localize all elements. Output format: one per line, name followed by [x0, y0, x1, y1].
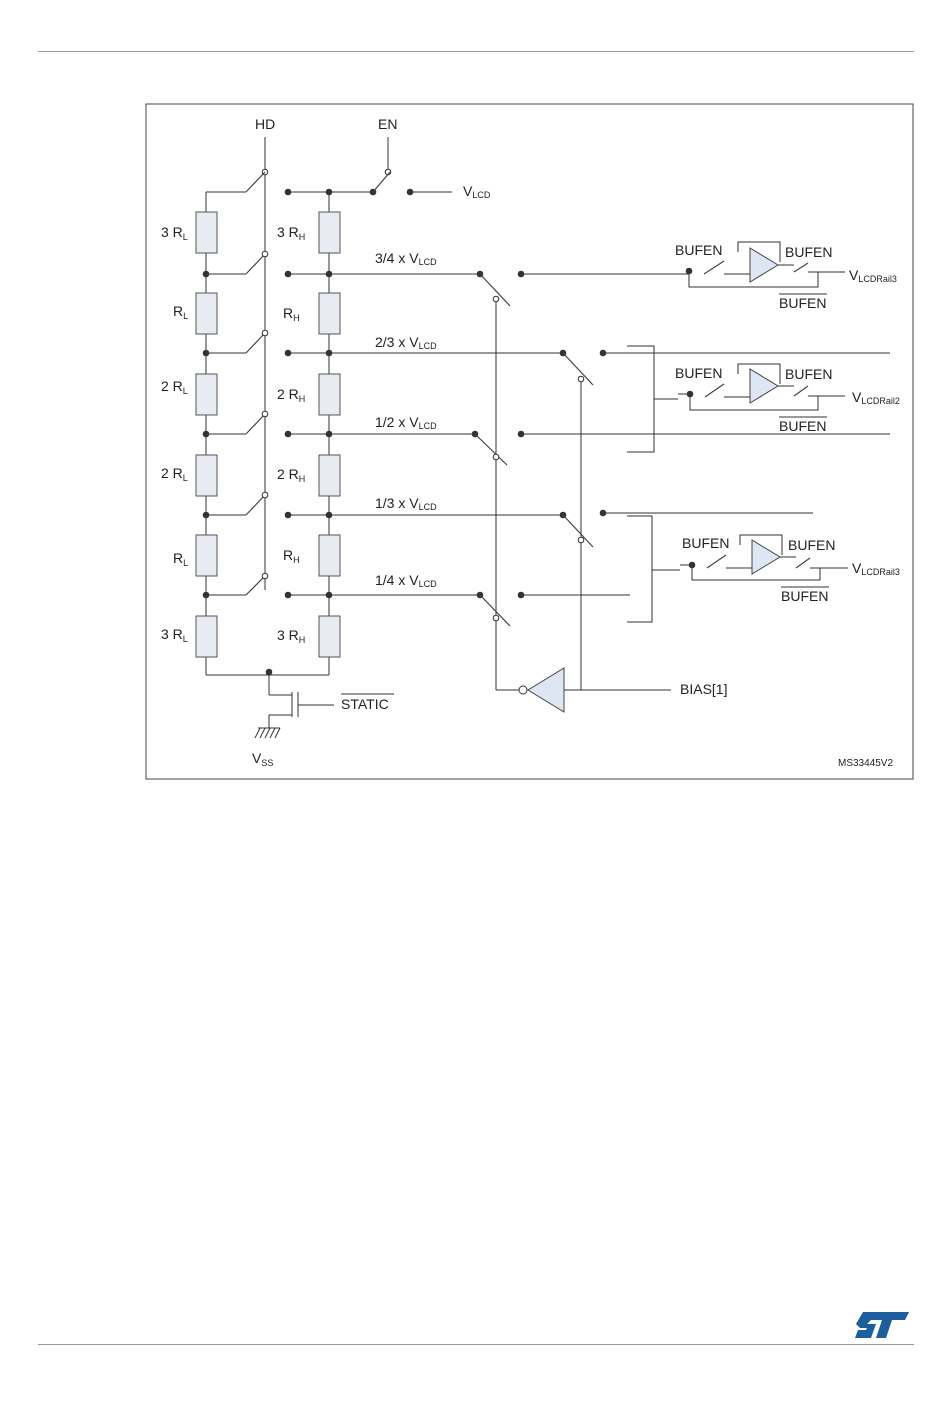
vlcd-label: VLCD: [463, 183, 491, 200]
right-res-label-1: 3 RH: [277, 224, 305, 242]
left-res-label-4: 2 RL: [161, 465, 188, 483]
footer-rule: [38, 1344, 914, 1345]
right-res-label-2: RH: [283, 305, 300, 323]
vss-label: VSS: [252, 750, 273, 768]
bufen-bar-label-1: BUFEN: [779, 295, 826, 311]
bufen-label-2b: BUFEN: [785, 366, 832, 382]
bufen-label-1b: BUFEN: [785, 244, 832, 260]
resistor-left-1: [196, 212, 217, 253]
bufen-label-1a: BUFEN: [675, 242, 722, 258]
resistor-right-5: [319, 535, 340, 576]
static-transistor: [266, 669, 334, 728]
tap-label-1-3: 1/3 x VLCD: [375, 495, 437, 512]
left-res-label-2: RL: [173, 303, 188, 321]
bufen-bar-label-2: BUFEN: [779, 418, 826, 434]
st-logo: [854, 1310, 910, 1340]
resistor-right-6: [319, 616, 340, 657]
resistor-right-4: [319, 455, 340, 496]
resistor-left-4: [196, 455, 217, 496]
figure-id-tag: MS33445V2: [838, 758, 893, 769]
bias-inverter: [519, 668, 564, 712]
rail-label-2: VLCDRail2: [852, 389, 900, 406]
right-res-label-3: 2 RH: [277, 386, 305, 404]
static-label: STATIC: [341, 696, 389, 712]
resistor-left-6: [196, 616, 217, 657]
resistor-right-3: [319, 374, 340, 415]
left-res-label-1: 3 RL: [161, 224, 188, 242]
bias-select-switches: [472, 271, 890, 690]
tap-label-1-2: 1/2 x VLCD: [375, 414, 437, 431]
rail-label-3: VLCDRail3: [852, 560, 900, 577]
right-res-label-4: 2 RH: [277, 466, 305, 484]
buffer-amp-1: [750, 248, 778, 282]
tap-label-2-3: 2/3 x VLCD: [375, 334, 437, 351]
left-res-label-6: 3 RL: [161, 626, 188, 644]
bufen-label-2a: BUFEN: [675, 365, 722, 381]
vlcd-switch-row: [246, 137, 452, 195]
mux-brackets: [627, 346, 680, 622]
resistor-left-3: [196, 374, 217, 415]
tap-label-3-4: 3/4 x VLCD: [375, 250, 437, 267]
buffer-amp-3: [752, 540, 780, 574]
hd-label: HD: [255, 116, 275, 132]
ground-icon: [255, 728, 280, 738]
left-res-label-5: RL: [173, 550, 188, 568]
resistor-right-1: [319, 212, 340, 253]
bias-label: BIAS[1]: [680, 681, 727, 697]
buffer-amp-2: [750, 369, 778, 403]
bufen-bar-label-3: BUFEN: [781, 588, 828, 604]
rail-label-1: VLCDRail3: [849, 267, 897, 284]
right-res-label-5: RH: [283, 547, 300, 565]
bufen-label-3a: BUFEN: [682, 535, 729, 551]
en-label: EN: [378, 116, 397, 132]
right-res-label-6: 3 RH: [277, 627, 305, 645]
tap-label-1-4: 1/4 x VLCD: [375, 572, 437, 589]
bufen-label-3b: BUFEN: [788, 537, 835, 553]
resistor-left-5: [196, 535, 217, 576]
hd-control-line: [262, 137, 268, 590]
resistor-right-2: [319, 293, 340, 334]
left-res-label-3: 2 RL: [161, 378, 188, 396]
resistor-left-2: [196, 293, 217, 334]
diagram-frame: [146, 104, 913, 779]
